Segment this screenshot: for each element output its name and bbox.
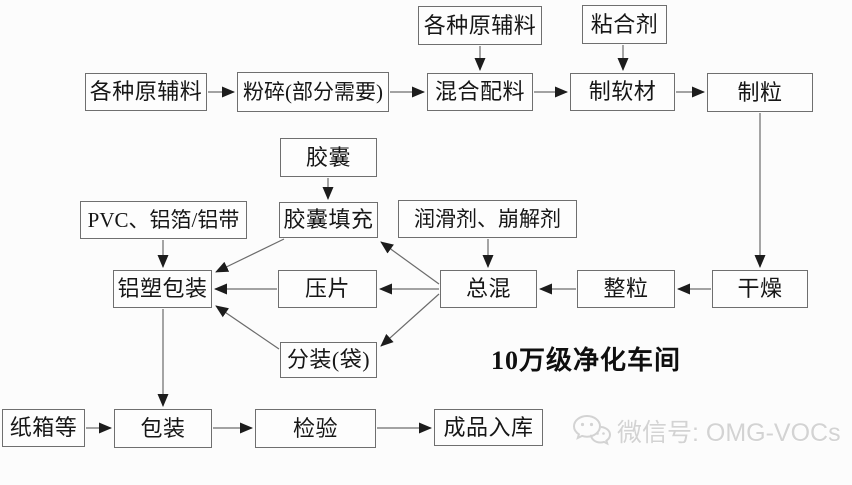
node-raw-materials-upper: 各种原辅料 <box>418 6 542 45</box>
node-granulation: 制粒 <box>707 73 813 112</box>
node-capsule: 胶囊 <box>280 138 377 177</box>
watermark-text: 微信号: OMG-VOCs <box>617 419 841 447</box>
node-crushing: 粉碎(部分需要) <box>237 72 389 112</box>
node-inspection: 检验 <box>255 409 376 448</box>
node-bag-packing: 分装(袋) <box>280 342 377 378</box>
node-binder: 粘合剂 <box>582 5 667 44</box>
node-cartons: 纸箱等 <box>2 409 85 447</box>
node-blister-packing: 铝塑包装 <box>113 270 212 308</box>
node-packaging: 包装 <box>114 409 212 448</box>
node-mixing: 混合配料 <box>427 73 533 111</box>
arrow-bag-to-blister <box>215 305 280 350</box>
wechat-icon <box>572 414 612 448</box>
watermark: 微信号: OMG-VOCs <box>572 413 841 449</box>
node-soft-material: 制软材 <box>570 73 675 111</box>
node-capsule-filling: 胶囊填充 <box>279 202 378 238</box>
node-raw-materials: 各种原辅料 <box>85 73 207 111</box>
arrow-totalmix-to-filling <box>380 241 440 285</box>
node-lubricant-disintegrant: 润滑剂、崩解剂 <box>398 200 577 238</box>
node-pvc-foil: PVC、铝箔/铝带 <box>80 201 247 239</box>
node-total-mixing: 总混 <box>440 270 537 308</box>
node-granule-sizing: 整粒 <box>577 270 675 308</box>
node-drying: 干燥 <box>712 270 808 308</box>
node-tablet-pressing: 压片 <box>278 270 377 308</box>
arrow-filling-to-blister <box>215 238 285 273</box>
arrow-totalmix-to-bag <box>380 293 440 347</box>
cleanroom-class-label: 10万级净化车间 <box>491 346 682 375</box>
node-warehousing: 成品入库 <box>434 409 543 446</box>
